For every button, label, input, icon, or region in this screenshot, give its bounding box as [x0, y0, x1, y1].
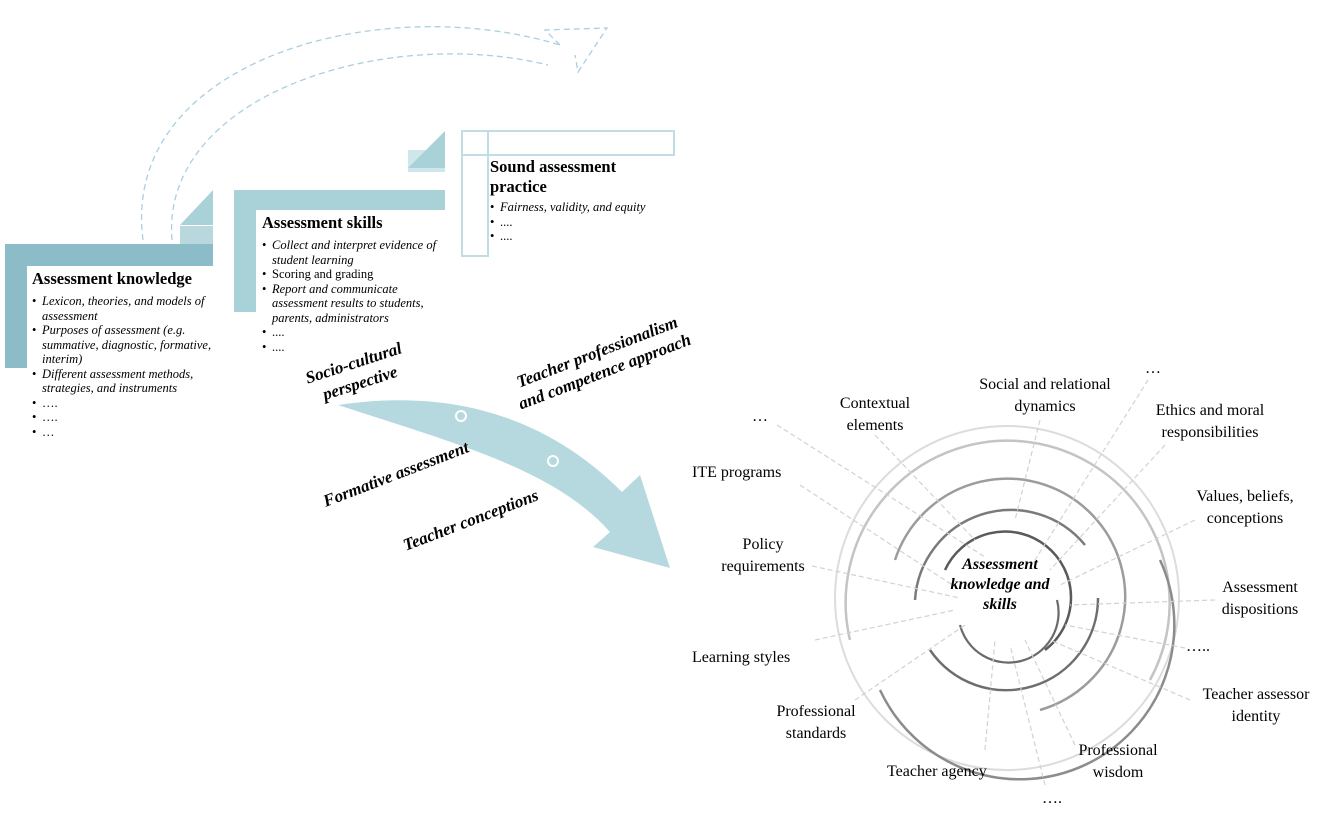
- factor-values: Values, beliefs, conceptions: [1196, 488, 1294, 527]
- skills-bullet-item: Report and communicate assessment result…: [262, 282, 442, 326]
- skills-bullet-item: ....: [262, 340, 442, 355]
- factor-learning-styles: Learning styles: [692, 649, 791, 666]
- dashed-feedback-arrow: [140, 26, 609, 241]
- center-label: Assessment knowledge and skills: [950, 556, 1050, 613]
- step-knowledge-bracket: [5, 226, 213, 368]
- knowledge-title: Assessment knowledge: [32, 269, 192, 288]
- factor-ite-programs: ITE programs: [692, 464, 782, 481]
- skills-bullet-item: Scoring and grading: [262, 267, 442, 282]
- factor-assessor-identity: Teacher assessor identity: [1202, 686, 1310, 725]
- factor-policy: Policy requirements: [721, 536, 805, 575]
- progression-arrow: [338, 400, 670, 568]
- factor-ethics: Ethics and moral responsibilities: [1155, 402, 1265, 441]
- practice-bullet-item: Fairness, validity, and equity: [490, 200, 670, 215]
- concentric-rings: [834, 425, 1180, 781]
- knowledge-bullet-item: …: [32, 425, 212, 440]
- practice-bullet-item: ....: [490, 229, 670, 244]
- knowledge-bullet-item: ….: [32, 410, 212, 425]
- factor-dots-bottom: ….: [1042, 790, 1062, 807]
- practice-list: Fairness, validity, and equity........: [490, 200, 670, 244]
- factor-professional-standards: Professional standards: [776, 703, 856, 742]
- skills-list: Collect and interpret evidence of studen…: [262, 238, 442, 354]
- knowledge-bullet-item: ….: [32, 396, 212, 411]
- knowledge-bullet-item: Purposes of assessment (e.g. summative, …: [32, 323, 212, 367]
- factor-dots-top-right: …: [1145, 360, 1161, 377]
- factor-professional-wisdom: Professional wisdom: [1078, 742, 1158, 781]
- knowledge-list: Lexicon, theories, and models of assessm…: [32, 294, 212, 439]
- factor-social-relational: Social and relational dynamics: [979, 376, 1111, 415]
- factor-teacher-agency: Teacher agency: [887, 763, 987, 780]
- skills-title: Assessment skills: [262, 213, 383, 232]
- factor-contextual-elements: Contextual elements: [839, 395, 911, 434]
- factor-dispositions: Assessment dispositions: [1221, 579, 1299, 618]
- step-practice-bracket: [408, 130, 675, 257]
- practice-bullet-item: ....: [490, 215, 670, 230]
- knowledge-bullet-item: Lexicon, theories, and models of assessm…: [32, 294, 212, 323]
- knowledge-bullet-item: Different assessment methods, strategies…: [32, 367, 212, 396]
- factor-dots-right: …..: [1186, 638, 1210, 655]
- skills-bullet-item: Collect and interpret evidence of studen…: [262, 238, 442, 267]
- factor-dots-top-left: …: [752, 408, 768, 425]
- factor-connectors: [776, 379, 1216, 786]
- skills-bullet-item: ....: [262, 325, 442, 340]
- practice-title: Sound assessment practice: [490, 157, 617, 196]
